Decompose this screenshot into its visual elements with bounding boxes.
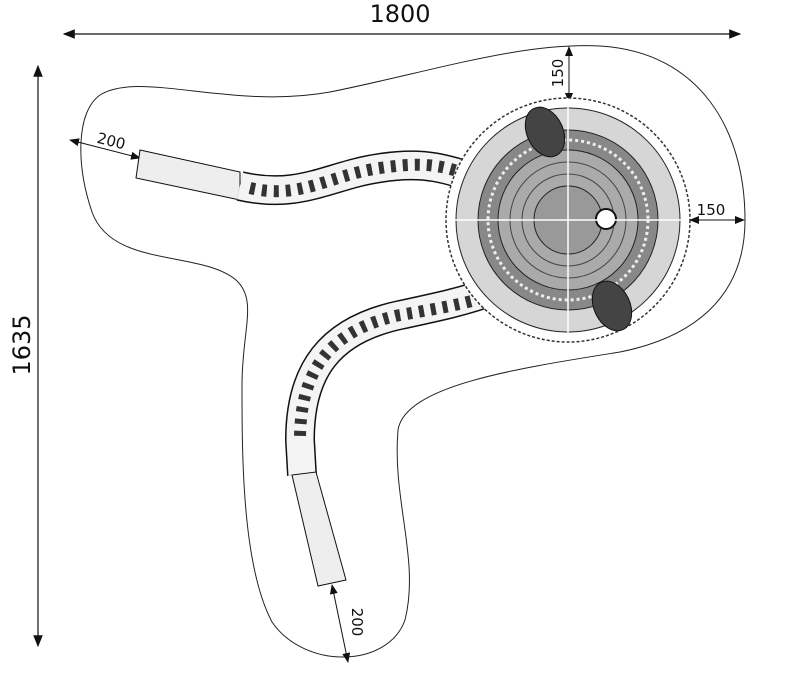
safety-zone-outline xyxy=(80,45,746,658)
tower-right-clearance-label: 150 xyxy=(697,201,726,219)
lower-slide-clearance: 200 xyxy=(329,584,366,663)
tower-top-clearance: 150 xyxy=(549,46,573,103)
height-dimension: 1635 xyxy=(8,64,43,648)
central-tower xyxy=(445,97,691,343)
tower-top-clearance-label: 150 xyxy=(549,59,567,88)
tower-right-clearance: 150 xyxy=(689,201,745,224)
height-label: 1635 xyxy=(8,314,36,375)
upper-slide-clearance-label: 200 xyxy=(95,129,127,153)
width-label: 1800 xyxy=(369,0,430,28)
width-dimension: 1800 xyxy=(62,0,742,39)
lower-slide-clearance-label: 200 xyxy=(348,608,366,637)
